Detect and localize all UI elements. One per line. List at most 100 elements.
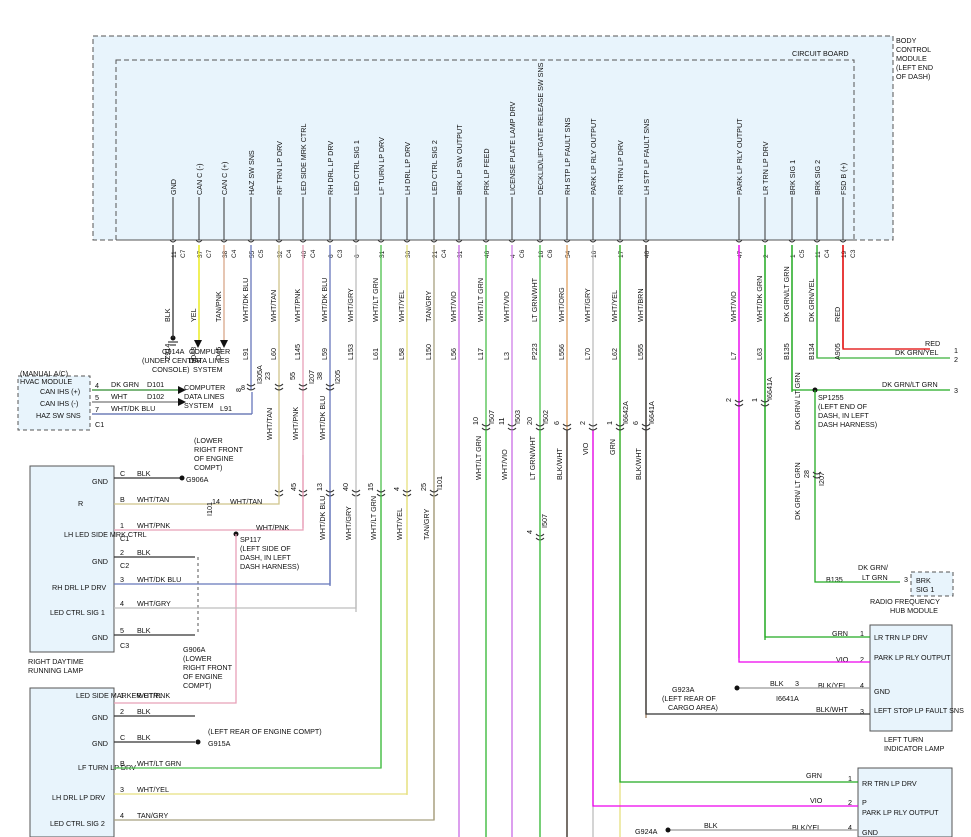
bcm-pin-label: RH STP LP FAULT SNS [563, 117, 572, 195]
svg-text:CONTROL: CONTROL [896, 45, 931, 54]
wire-color-label: WHT/LT GRN [369, 496, 378, 540]
inline-connector [641, 423, 651, 427]
circuit-label: Z914 [163, 344, 172, 360]
wire-color-label: WHT/YEL [137, 785, 169, 794]
svg-text:DK GRN: DK GRN [111, 380, 139, 389]
circuit-label: D45 [214, 347, 223, 360]
pin-number: C [120, 733, 125, 742]
bcm-pin-terminal [430, 239, 438, 243]
svg-text:OF DASH): OF DASH) [896, 72, 930, 81]
bcm-pin-label: LH DRL LP DRV [403, 142, 412, 195]
bcm-pin-number: 6 [328, 254, 335, 258]
wire-color-label: BLK [137, 733, 151, 742]
svg-text:2: 2 [860, 655, 864, 664]
wire-color-label: TAN/PNK [214, 291, 223, 322]
circuit-label: A905 [833, 343, 842, 360]
pin-number: 4 [392, 487, 401, 491]
hvac-module: (MANUAL A/C) HVAC MODULE CAN IHS (+) CAN… [17, 369, 252, 431]
svg-text:DATA LINES: DATA LINES [184, 392, 225, 401]
ground-g924a [665, 827, 671, 833]
wire-color-label: WHT/LT GRN [474, 436, 483, 480]
svg-text:SYSTEM: SYSTEM [193, 365, 223, 374]
wire-color-label: TAN/GRY [137, 811, 168, 820]
circuit-board-label: CIRCUIT BOARD [792, 49, 849, 58]
bcm-pin-terminal [735, 239, 743, 243]
svg-text:(UNDER CENTER: (UNDER CENTER [142, 356, 202, 365]
inline-connector [274, 383, 284, 387]
wire-color-label: BLK [163, 308, 172, 322]
inline-connector [246, 383, 256, 387]
circuit-label: L60 [269, 348, 278, 360]
rf-hub-module: BRK SIG 1 3 RADIO FREQUENCY HUB MODULE D… [826, 563, 954, 615]
wire-color-label: WHT/LT GRN [476, 278, 485, 322]
wire-color-label: WHT/VIO [449, 291, 458, 322]
ground-note: RIGHT FRONT [183, 663, 233, 672]
bcm-pin-connector: C4 [286, 249, 293, 258]
circuit-label: L63 [755, 348, 764, 360]
circuit-label: L62 [610, 348, 619, 360]
inline-connector [298, 383, 308, 387]
circuit-label: L555 [636, 344, 645, 360]
pin-number: 1 [605, 421, 614, 425]
bcm-pin-number: 47 [737, 250, 744, 258]
svg-text:CAN IHS (-): CAN IHS (-) [40, 399, 78, 408]
wire-color-label: WHT/DK GRN [755, 276, 764, 322]
bcm-pin-terminal [275, 239, 283, 243]
bcm-pin-terminal [839, 239, 847, 243]
connector-label: C1 [120, 534, 129, 543]
wire-color-label: BLK [137, 707, 151, 716]
wire-color-label: WHT/GRY [137, 599, 171, 608]
splice-name: SP1255 [818, 393, 844, 402]
connector-label: C3 [120, 641, 129, 650]
pin-number: 2 [120, 707, 124, 716]
connector-label: I507 [540, 514, 549, 528]
connector-label: C2 [120, 561, 129, 570]
bcm-pin-label: LF TURN LP DRV [377, 137, 386, 195]
bcm-pin-number: 4 [510, 254, 517, 258]
wire-color-label: WHT/DK BLU [318, 396, 327, 440]
dk-grn-lt-grn-wire [791, 245, 950, 391]
inline-connector [615, 423, 625, 427]
svg-text:7: 7 [95, 405, 99, 414]
connector-label: I503 [513, 410, 522, 424]
wire-color-label: WHT/TAN [230, 497, 262, 506]
svg-text:GND: GND [92, 739, 108, 748]
bcm-pin-connector: C6 [547, 249, 554, 258]
svg-text:GND: GND [92, 633, 108, 642]
splice-note: (LEFT END OF [818, 402, 868, 411]
pin-number: 45 [289, 483, 298, 491]
wire-color-label: BLK/WHT [555, 447, 564, 480]
ground-g906a [179, 475, 185, 481]
circuit-label: P223 [530, 343, 539, 360]
circuit-label: L556 [557, 344, 566, 360]
svg-text:LED CTRL SIG 2: LED CTRL SIG 2 [50, 819, 105, 828]
wire-color-label: WHT/VIO [729, 291, 738, 322]
svg-text:DK GRN/: DK GRN/ [858, 563, 888, 572]
wire-color-label: TAN/GRY [424, 291, 433, 322]
circuit-label: L17 [476, 348, 485, 360]
bcm-pin-number: 11 [815, 251, 822, 258]
svg-text:LED SIDE MARKER CTRL: LED SIDE MARKER CTRL [76, 691, 162, 700]
ground-name: G906A [183, 645, 206, 654]
pin-number: B [120, 759, 125, 768]
bcm-pin-terminal [403, 239, 411, 243]
svg-text:BODY: BODY [896, 36, 917, 45]
circuit-label: L61 [371, 348, 380, 360]
inline-connector [507, 423, 517, 427]
inline-connector [246, 387, 256, 391]
bcm-pin-number: 31 [457, 250, 464, 258]
svg-text:CAN IHS (+): CAN IHS (+) [40, 387, 80, 396]
svg-text:LH DRL LP DRV: LH DRL LP DRV [52, 793, 105, 802]
splice-note: DASH, IN LEFT [240, 553, 291, 562]
bcm-pin-label: LR TRN LP DRV [761, 141, 770, 195]
left-drl-lamp: LED SIDE MARKER CTRL GND GND LF TURN LP … [29, 687, 162, 837]
svg-text:RUNNING LAMP: RUNNING LAMP [28, 666, 83, 675]
bcm-pin-terminal [508, 239, 516, 243]
svg-text:INDICATOR LAMP: INDICATOR LAMP [884, 744, 945, 753]
pin-number: 1 [120, 691, 124, 700]
pin-number: 15 [366, 483, 375, 491]
ground-name: G924A [635, 827, 658, 836]
pin-number: 3 [954, 386, 958, 395]
